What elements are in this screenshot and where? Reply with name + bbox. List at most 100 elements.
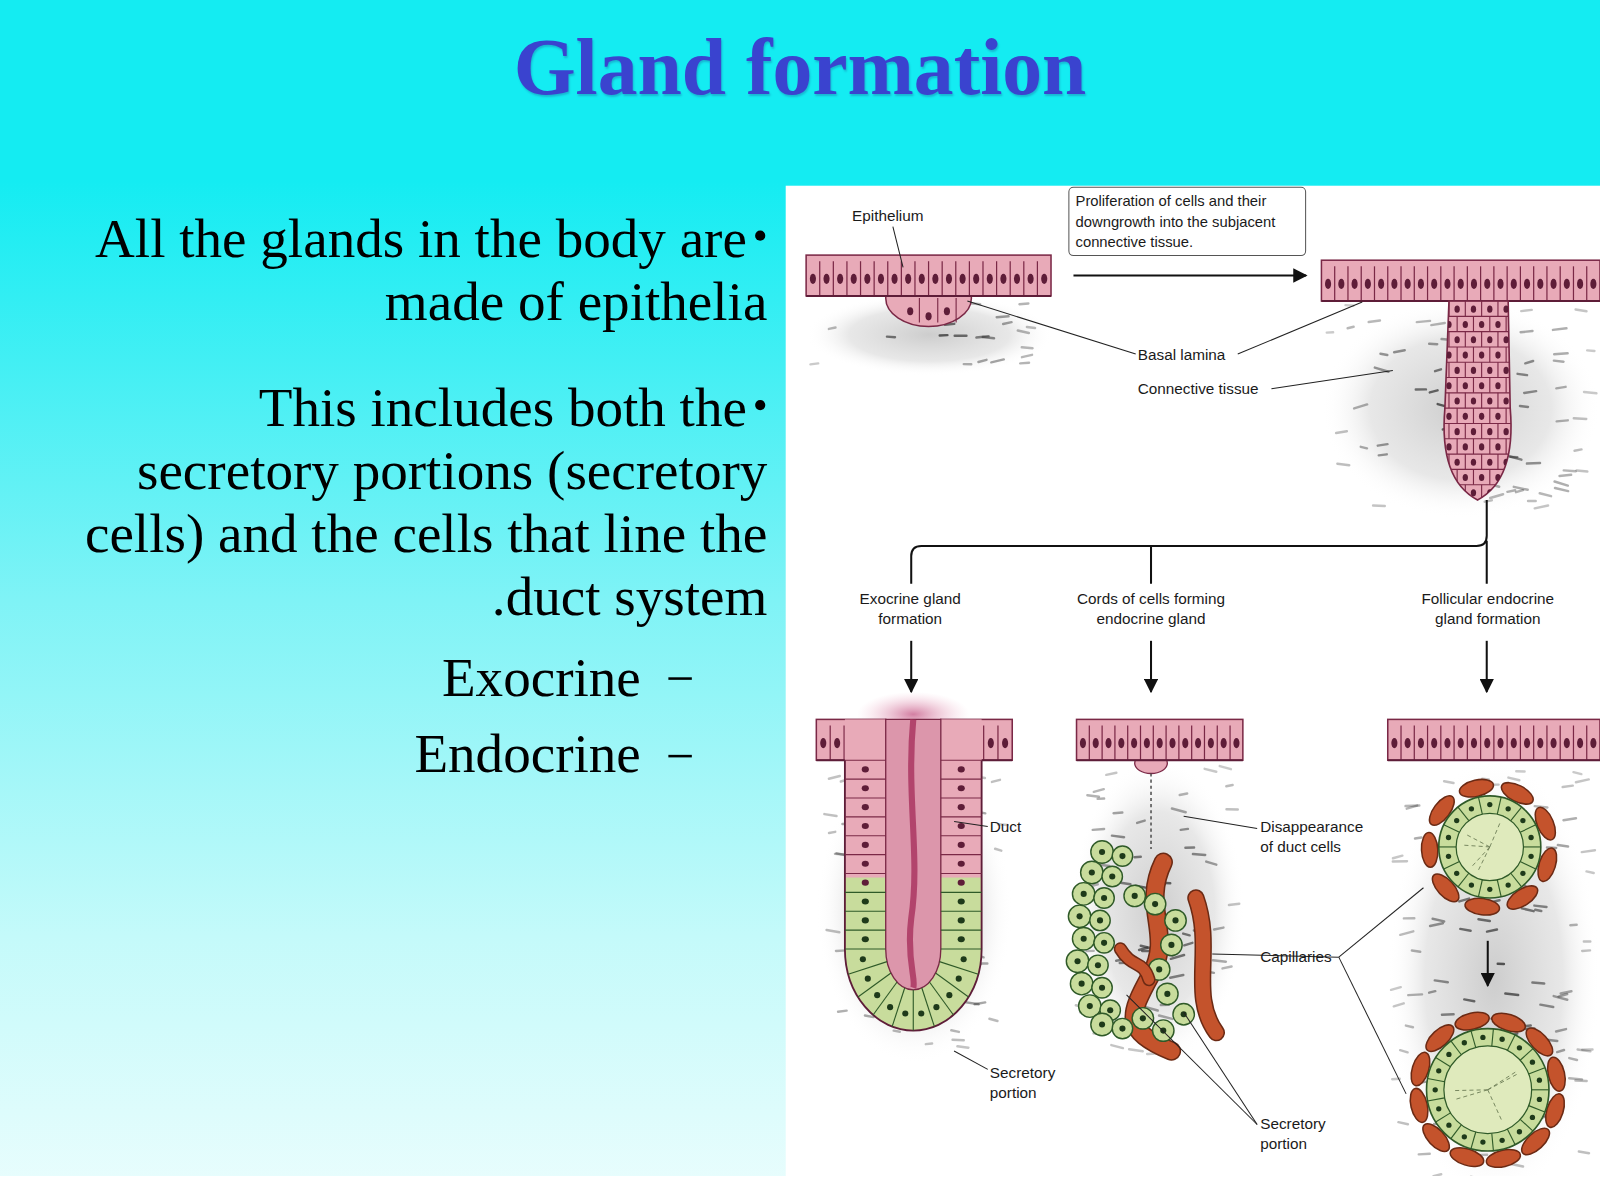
cell-wall — [1514, 301, 1515, 316]
cell-nucleus — [1119, 1026, 1125, 1032]
fibre — [926, 1042, 932, 1045]
fibre — [1525, 361, 1533, 363]
cell-nucleus — [862, 823, 869, 829]
fibre — [1393, 860, 1407, 863]
cell-nucleus — [1089, 869, 1095, 875]
cell-nucleus — [1172, 917, 1178, 923]
cell-nucleus — [1438, 367, 1443, 374]
bullet-text: All the glands in the body are made of e… — [50, 207, 767, 334]
cell-nucleus — [1479, 321, 1484, 328]
cell-wall — [1432, 301, 1433, 316]
cell-wall — [1432, 393, 1433, 408]
cell-wall — [1458, 873, 1469, 887]
cell-nucleus — [956, 976, 962, 982]
cell-nucleus — [887, 1004, 893, 1010]
cell-wall — [887, 261, 888, 296]
cell-wall — [1497, 454, 1498, 469]
cell-nucleus — [1446, 1123, 1451, 1128]
epithelium-layer — [1321, 260, 1600, 301]
fibre — [1576, 779, 1589, 782]
cell-nucleus — [987, 274, 993, 284]
cell-nucleus — [1391, 738, 1397, 748]
fibre — [894, 1031, 900, 1032]
cell-wall — [1480, 266, 1481, 301]
fibre — [1393, 856, 1402, 859]
cell-wall — [1457, 439, 1458, 454]
cell-wall — [1473, 378, 1474, 393]
cell-nucleus — [1564, 738, 1570, 748]
cell-nucleus — [960, 274, 966, 284]
cell-nucleus — [1520, 459, 1525, 466]
cell-nucleus — [1463, 352, 1468, 359]
cell-nucleus — [1014, 274, 1020, 284]
fibre — [991, 359, 1003, 362]
cell-nucleus — [1487, 397, 1492, 404]
cell-nucleus — [919, 274, 925, 284]
cell-nucleus — [1520, 871, 1525, 876]
fibre — [1404, 917, 1414, 920]
cell-wall — [1481, 393, 1482, 408]
fibre — [1584, 392, 1596, 393]
cell-wall — [1428, 1079, 1445, 1082]
cell-nucleus — [1405, 738, 1411, 748]
cell-nucleus — [1378, 279, 1384, 289]
cell-wall — [845, 797, 886, 798]
cell-wall — [1573, 726, 1574, 761]
fibre — [1415, 837, 1421, 838]
cell-wall — [1465, 423, 1466, 438]
sub-bullet-dash — [668, 755, 691, 758]
cell-nucleus — [1520, 367, 1525, 374]
cell-wall — [1334, 266, 1335, 301]
fibre — [1106, 773, 1116, 775]
cell-nucleus — [918, 1010, 924, 1016]
leader-line — [967, 301, 1135, 354]
fibre — [1555, 482, 1568, 486]
cell-wall — [1439, 846, 1456, 847]
secretory-cell — [1165, 910, 1186, 931]
cell-wall — [1489, 408, 1490, 423]
secretory-cell — [1094, 888, 1114, 908]
sub-bullet-text: Exocrine — [233, 646, 641, 709]
cell-nucleus — [1479, 382, 1484, 389]
cell-nucleus — [946, 274, 952, 284]
secretory-cell — [1091, 841, 1113, 863]
cell-nucleus — [862, 898, 869, 904]
cell-nucleus — [862, 880, 869, 886]
cell-wall — [845, 873, 886, 874]
cell-wall — [1489, 316, 1490, 331]
colloid-crack — [1488, 1073, 1519, 1089]
fibre — [810, 362, 818, 365]
cell-wall — [845, 779, 886, 780]
fibre — [1369, 321, 1380, 323]
cell-wall — [1451, 1125, 1461, 1139]
cell-wall — [846, 261, 847, 296]
cell-wall — [942, 261, 943, 296]
fibre — [1574, 417, 1586, 420]
secretory-cell — [1072, 883, 1094, 905]
gland-lumen — [886, 719, 941, 989]
leader-line — [1127, 995, 1258, 1125]
leader-line — [1238, 302, 1362, 354]
cell-nucleus — [1081, 936, 1087, 942]
cell-nucleus — [1454, 306, 1459, 313]
cell-nucleus — [1446, 352, 1451, 359]
cell-nucleus — [1463, 443, 1468, 450]
fibre — [995, 849, 1001, 851]
cell-wall — [1465, 301, 1466, 316]
fibre — [1554, 353, 1567, 354]
cell-nucleus — [1471, 397, 1476, 404]
leader-line — [1339, 888, 1424, 957]
cell-wall — [955, 261, 956, 296]
fibre — [1558, 845, 1568, 846]
tissue-fibres — [1391, 771, 1595, 1176]
cell-wall — [1481, 454, 1482, 469]
fibre — [1205, 769, 1217, 772]
cell-nucleus — [1506, 882, 1511, 887]
cell-nucleus — [851, 274, 857, 284]
cell-nucleus — [1168, 942, 1174, 948]
cell-nucleus — [1471, 738, 1477, 748]
cell-wall — [1520, 862, 1536, 870]
cell-nucleus — [1503, 306, 1508, 313]
cell-wall — [1434, 408, 1521, 409]
